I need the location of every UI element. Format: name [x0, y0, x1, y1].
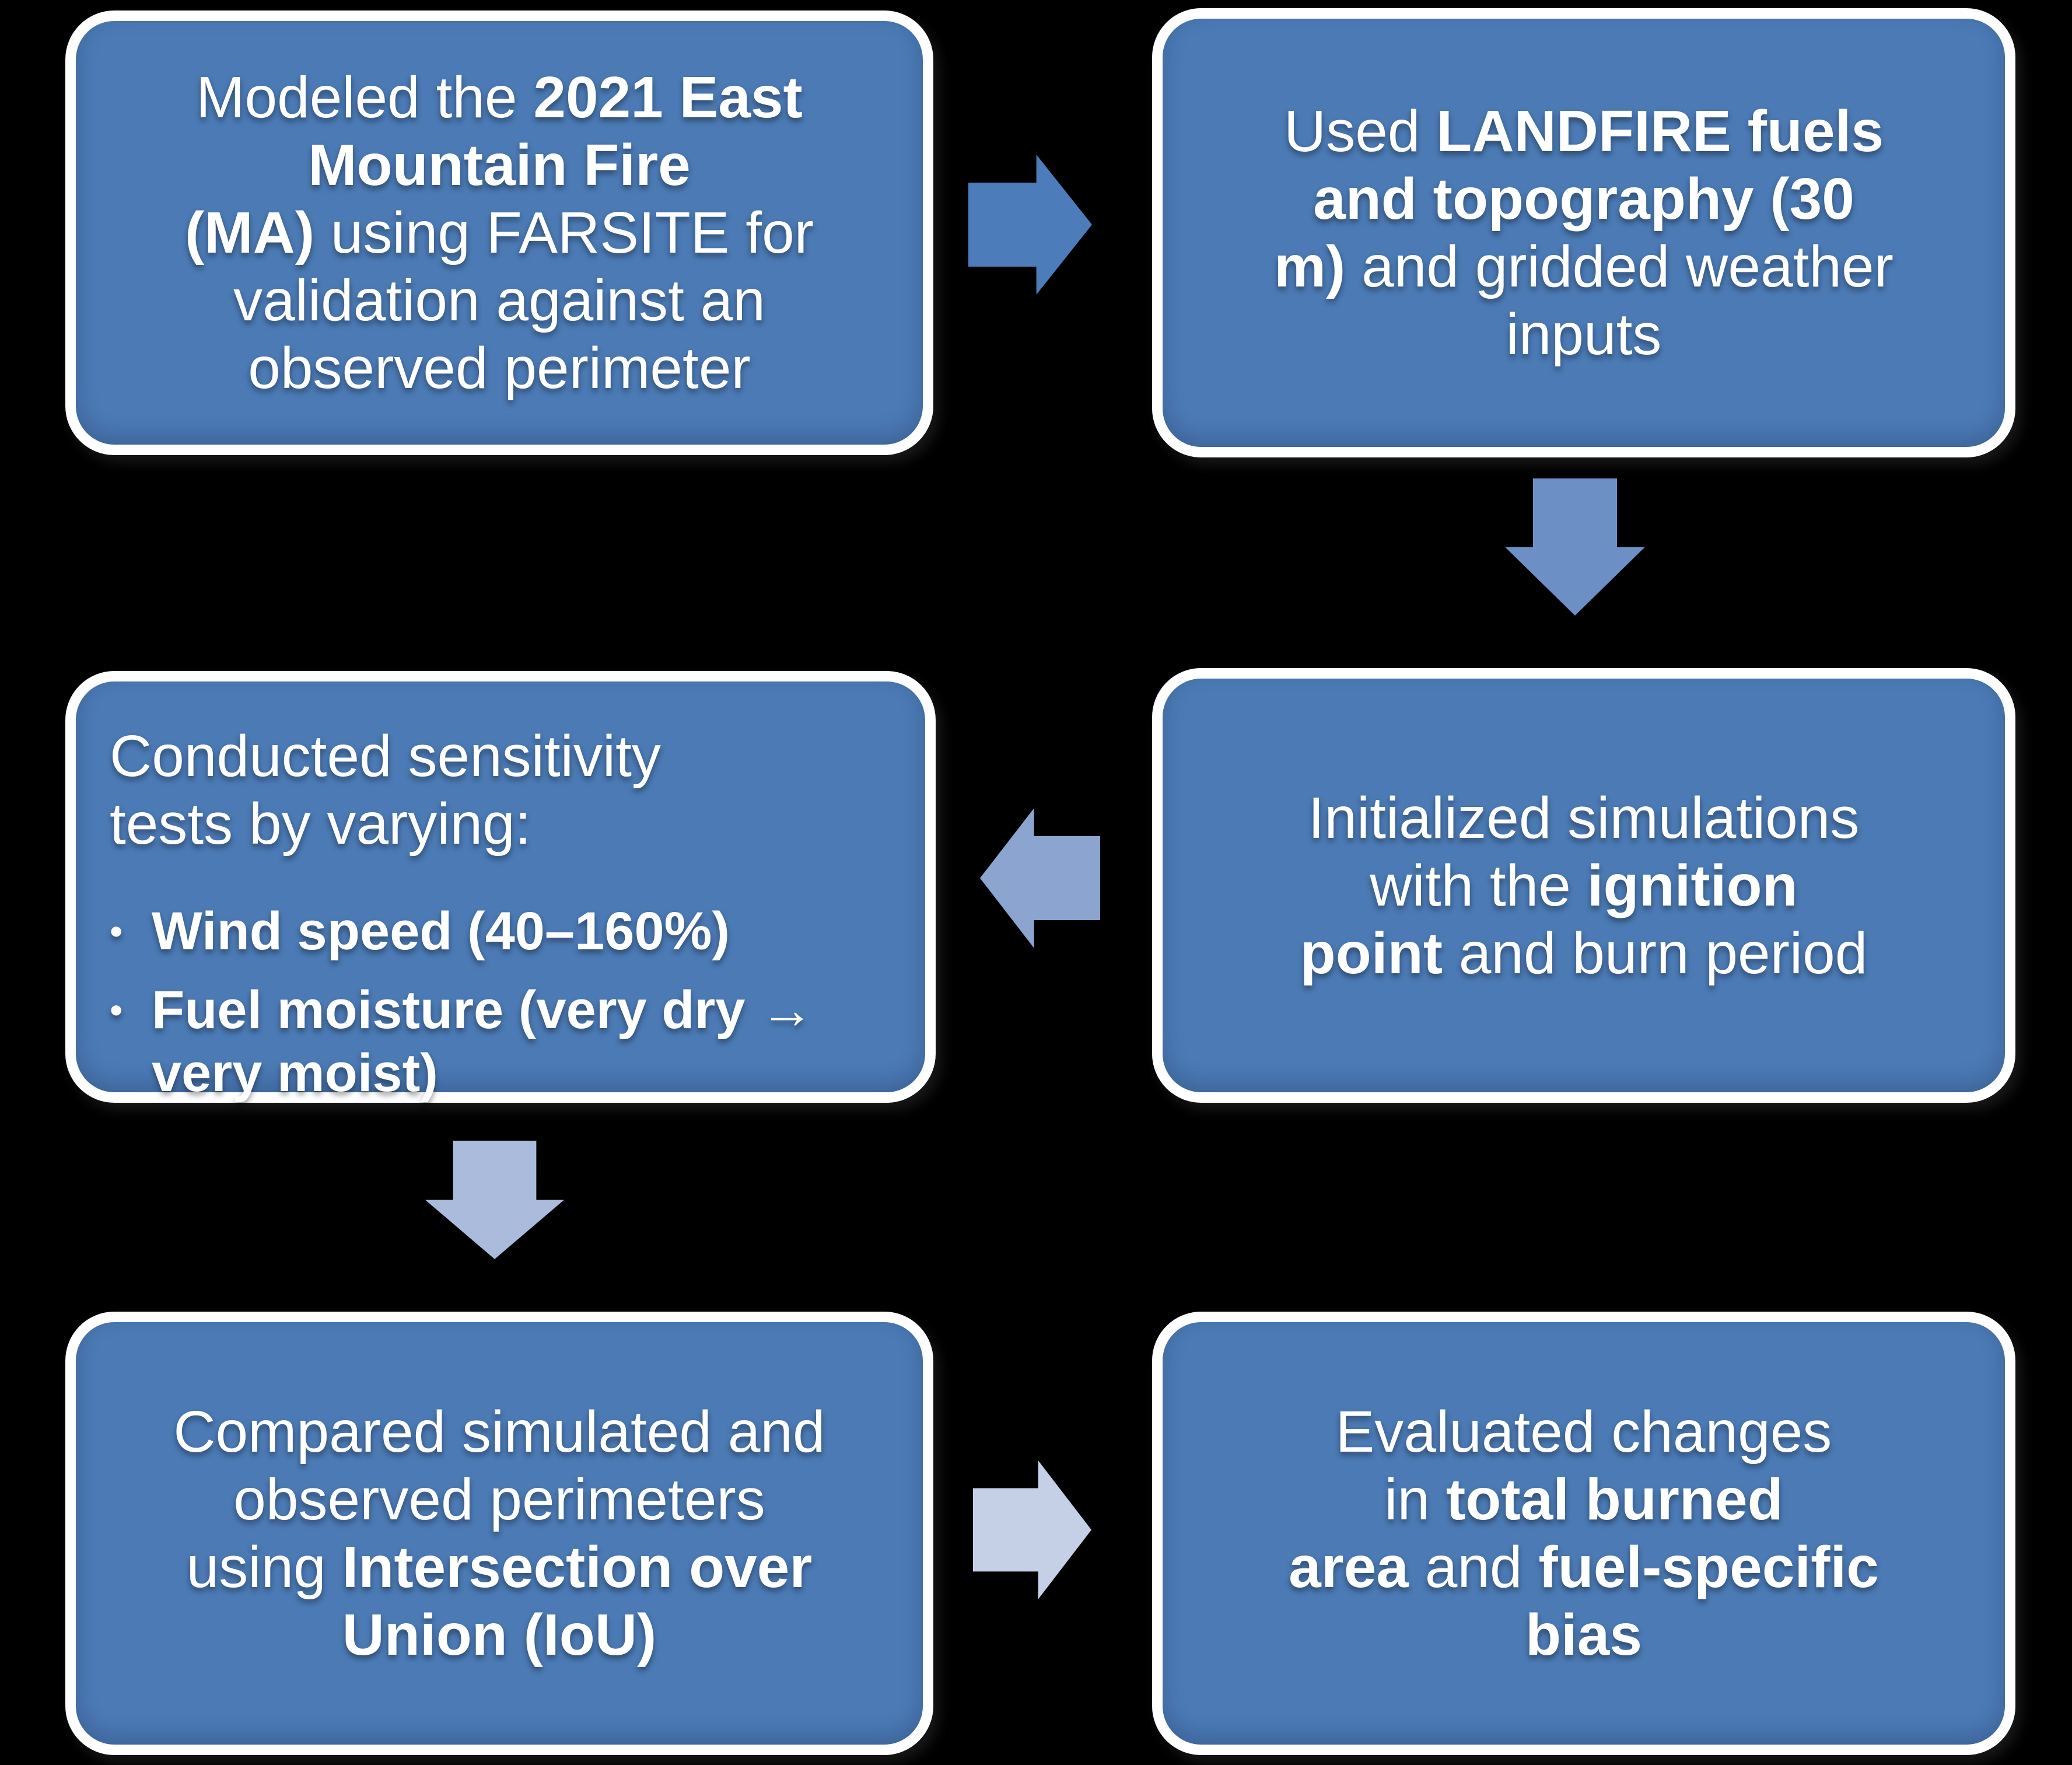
bold-segment: and topography (30	[1313, 166, 1854, 232]
flow-arrow-down-icon	[425, 1141, 564, 1259]
bold-segment: (MA)	[185, 200, 315, 265]
flow-step-4-content: Conducted sensitivity tests by varying: …	[76, 681, 831, 1105]
bold-segment: 2021 East	[533, 65, 803, 130]
bold-segment: Intersection over	[342, 1535, 813, 1600]
bold-segment: m)	[1274, 234, 1346, 299]
text-segment: Modeled the	[196, 65, 534, 130]
flow-step-1-text: Modeled the 2021 East Mountain Fire (MA)…	[185, 64, 814, 402]
bullet-marker: •	[110, 988, 123, 1031]
text-segment: using FARSITE for	[314, 200, 814, 265]
bullet-text: Wind speed (40–160%)	[152, 900, 730, 963]
bold-segment: area	[1289, 1535, 1409, 1600]
bold-segment: total burned	[1446, 1467, 1783, 1532]
text-segment: Initialized simulations	[1308, 785, 1860, 851]
bold-segment: Wind speed (40–160%)	[152, 901, 730, 961]
bold-segment: Union (IoU)	[342, 1602, 657, 1668]
text-segment: tests by varying:	[110, 791, 531, 857]
text-segment: observed perimeter	[248, 335, 751, 401]
bold-segment: ignition	[1587, 852, 1798, 918]
text-segment: Evaluated changes	[1335, 1399, 1832, 1465]
bold-segment: very moist)	[152, 1043, 438, 1103]
text-segment: with the	[1370, 852, 1587, 918]
list-item: • Fuel moisture (very dry → very moist)	[110, 978, 814, 1105]
text-segment: and	[1408, 1535, 1539, 1600]
flow-step-3-text: Initialized simulations with the ignitio…	[1300, 784, 1868, 987]
flow-step-4-box: Conducted sensitivity tests by varying: …	[65, 671, 936, 1103]
flow-step-2-text: Used LANDFIRE fuels and topography (30 m…	[1274, 97, 1894, 368]
list-item: • Wind speed (40–160%)	[110, 900, 814, 963]
text-segment: Used	[1284, 99, 1437, 164]
text-segment: in	[1384, 1467, 1446, 1532]
text-segment: validation against an	[233, 268, 765, 333]
flow-step-1-box: Modeled the 2021 East Mountain Fire (MA)…	[65, 11, 933, 455]
bold-segment: Mountain Fire	[308, 132, 691, 198]
text-segment: using	[186, 1535, 342, 1600]
bold-segment: fuel-specific	[1538, 1535, 1879, 1600]
text-segment: inputs	[1506, 302, 1662, 367]
bold-segment: LANDFIRE fuels	[1436, 99, 1884, 164]
flow-step-6-box: Evaluated changes in total burned area a…	[1152, 1312, 2015, 1755]
flow-step-6-text: Evaluated changes in total burned area a…	[1289, 1398, 1879, 1669]
text-segment: and burn period	[1443, 920, 1868, 986]
text-segment: Conducted sensitivity	[110, 724, 661, 789]
flow-step-4-bullet-list: • Wind speed (40–160%) • Fuel moisture (…	[110, 900, 814, 1105]
bullet-marker: •	[110, 910, 123, 952]
flow-arrow-left-icon	[980, 808, 1100, 948]
flow-step-5-text: Compared simulated and observed perimete…	[173, 1398, 825, 1669]
bold-segment: bias	[1525, 1602, 1643, 1668]
bold-segment: point	[1300, 920, 1443, 986]
flow-step-4-heading: Conducted sensitivity tests by varying:	[110, 722, 814, 858]
flow-arrow-right-icon	[973, 1460, 1091, 1599]
bullet-text: Fuel moisture (very dry → very moist)	[152, 978, 814, 1105]
flow-step-2-box: Used LANDFIRE fuels and topography (30 m…	[1152, 8, 2015, 457]
text-segment: observed perimeters	[233, 1467, 765, 1532]
flow-arrow-down-icon	[1505, 478, 1645, 616]
text-segment: Compared simulated and	[173, 1399, 825, 1465]
bold-segment: Fuel moisture (very dry →	[152, 980, 814, 1040]
flow-arrow-right-icon	[968, 155, 1092, 295]
flow-step-3-box: Initialized simulations with the ignitio…	[1152, 668, 2015, 1103]
flow-step-5-box: Compared simulated and observed perimete…	[65, 1312, 933, 1755]
text-segment: and gridded weather	[1345, 234, 1894, 299]
